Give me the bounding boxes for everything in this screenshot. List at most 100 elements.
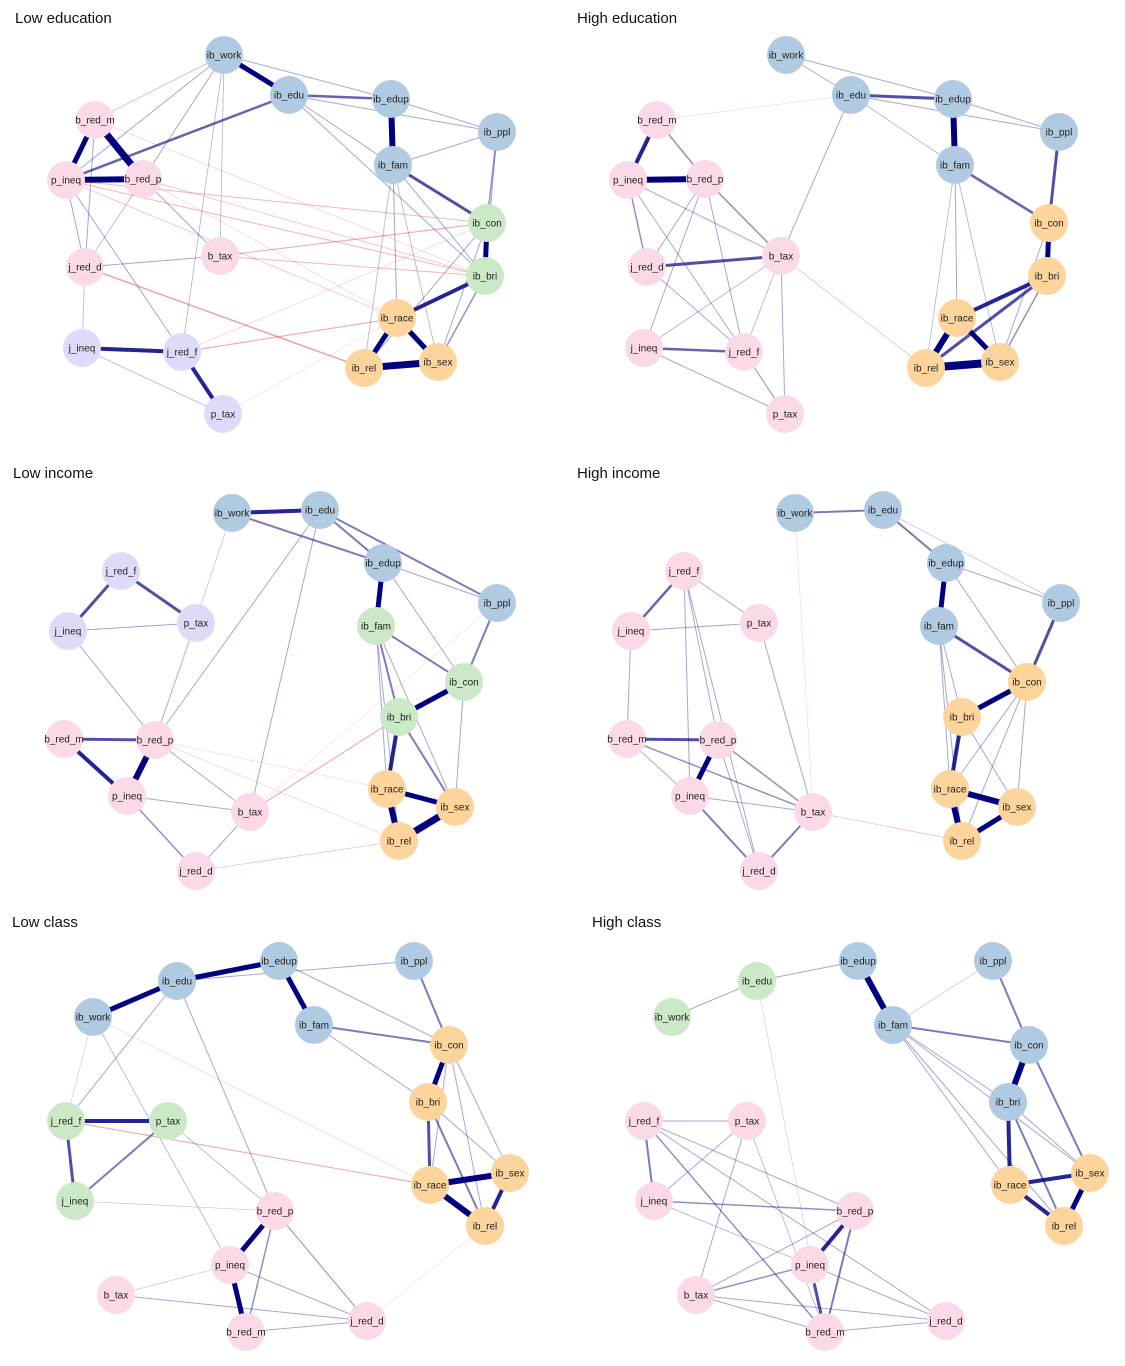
node-circle [608, 720, 646, 758]
node-j_red_f: j_red_f [665, 552, 703, 590]
node-ib_edu: ib_edu [832, 76, 870, 114]
edge-ib_edup-ib_con [945, 562, 1028, 683]
node-label: b_red_m [44, 735, 83, 746]
node-label: ib_con [1012, 678, 1041, 689]
node-p_tax: p_tax [204, 395, 242, 433]
node-j_red_f: j_red_f [163, 333, 201, 371]
node-label: b_red_p [137, 736, 174, 747]
node-p_tax: p_tax [149, 1102, 187, 1140]
node-label: p_tax [211, 410, 235, 421]
node-circle [177, 852, 215, 890]
edge-p_ineq-j_red_f [65, 179, 183, 353]
node-ib_con: ib_con [445, 663, 483, 701]
edge-b_red_p-j_ineq [643, 178, 706, 349]
edge-ib_edu-b_tax [780, 94, 852, 257]
node-label: b_red_p [700, 736, 737, 747]
node-ib_race: ib_race [411, 1166, 449, 1204]
edge-ib_fam-ib_bri [892, 1024, 1009, 1103]
node-circle [1042, 584, 1080, 622]
node-label: ib_bri [473, 272, 497, 283]
node-circle [211, 1246, 249, 1284]
node-circle [677, 1276, 715, 1314]
node-circle [411, 1166, 449, 1204]
node-circle [806, 1313, 844, 1351]
node-label: b_red_m [607, 735, 646, 746]
node-j_ineq: j_ineq [635, 1182, 673, 1220]
node-ib_rel: ib_rel [380, 822, 418, 860]
edge-j_ineq-p_tax [67, 622, 197, 632]
node-label: ib_bri [1035, 272, 1059, 283]
node-label: ib_fam [878, 1021, 908, 1032]
edge-p_ineq-b_tax [695, 1264, 811, 1296]
node-p_tax: p_tax [728, 1102, 766, 1140]
node-ib_edup: ib_edup [927, 544, 965, 582]
node-ib_work: ib_work [653, 998, 691, 1036]
node-label: p_ineq [215, 1261, 245, 1272]
node-circle [1008, 663, 1046, 701]
node-circle [204, 395, 242, 433]
node-label: j_ineq [640, 1197, 668, 1208]
node-p_ineq: p_ineq [791, 1246, 829, 1284]
node-circle [864, 491, 902, 529]
node-circle [907, 349, 945, 387]
node-circle [468, 204, 506, 242]
node-ib_edu: ib_edu [301, 491, 339, 529]
node-label: ib_bri [950, 713, 974, 724]
node-circle [740, 604, 778, 642]
node-circle [436, 788, 474, 826]
node-ib_fam: ib_fam [936, 146, 974, 184]
node-circle [74, 998, 112, 1036]
node-circle [372, 80, 410, 118]
node-label: ib_con [1014, 1041, 1043, 1052]
node-circle [270, 76, 308, 114]
node-circle [345, 349, 383, 387]
node-ib_rel: ib_rel [907, 349, 945, 387]
edge-ib_con-ib_rel [961, 681, 1028, 842]
node-circle [47, 161, 85, 199]
edge-b_tax-p_tax [780, 255, 786, 415]
node-circle [445, 663, 483, 701]
node-ib_edu: ib_edu [270, 76, 308, 114]
node-label: b_red_m [226, 1328, 265, 1339]
node-circle [430, 1026, 468, 1064]
node-ib_edup: ib_edup [364, 544, 402, 582]
panel-title-high-education: High education [577, 10, 678, 27]
edge-ib_work-b_red_p [142, 54, 225, 180]
node-p_ineq: p_ineq [47, 161, 85, 199]
edge-ib_edu-b_tax [249, 509, 321, 813]
node-ib_bri: ib_bri [409, 1083, 447, 1121]
node-ib_race: ib_race [368, 770, 406, 808]
edge-ib_edup-ib_ppl [945, 562, 1062, 604]
edge-ib_fam-ib_con [313, 1024, 450, 1046]
edge-j_red_f-ib_race [65, 1120, 431, 1186]
node-circle [728, 1102, 766, 1140]
edge-ib_fam-ib_rel [363, 164, 394, 369]
edge-p_tax-j_ineq [74, 1120, 169, 1202]
node-label: ib_race [381, 314, 414, 325]
edge-j_red_f-b_red_p [643, 1120, 856, 1212]
edge-ib_work-b_tax [219, 54, 225, 257]
node-j_ineq: j_ineq [56, 1182, 94, 1220]
node-circle [938, 299, 976, 337]
edge-ib_work-ib_edup [231, 512, 384, 564]
node-label: ib_fam [378, 161, 408, 172]
node-circle [936, 146, 974, 184]
edge-b_tax-ib_rel [780, 255, 927, 369]
node-ib_sex: ib_sex [436, 788, 474, 826]
node-circle [149, 1102, 187, 1140]
edge-b_red_p-ib_race [142, 178, 398, 319]
edge-b_red_p-b_tax [154, 739, 251, 813]
node-ib_fam: ib_fam [920, 607, 958, 645]
node-circle [231, 793, 269, 831]
edge-p_ineq-j_red_d [809, 1264, 947, 1322]
node-b_tax: b_tax [201, 237, 239, 275]
edge-ib_fam-ib_race [375, 625, 388, 790]
edge-p_tax-b_red_p [154, 622, 197, 741]
node-circle [625, 1102, 663, 1140]
node-j_red_f: j_red_f [625, 1102, 663, 1140]
node-label: ib_bri [416, 1098, 440, 1109]
node-circle [699, 721, 737, 759]
